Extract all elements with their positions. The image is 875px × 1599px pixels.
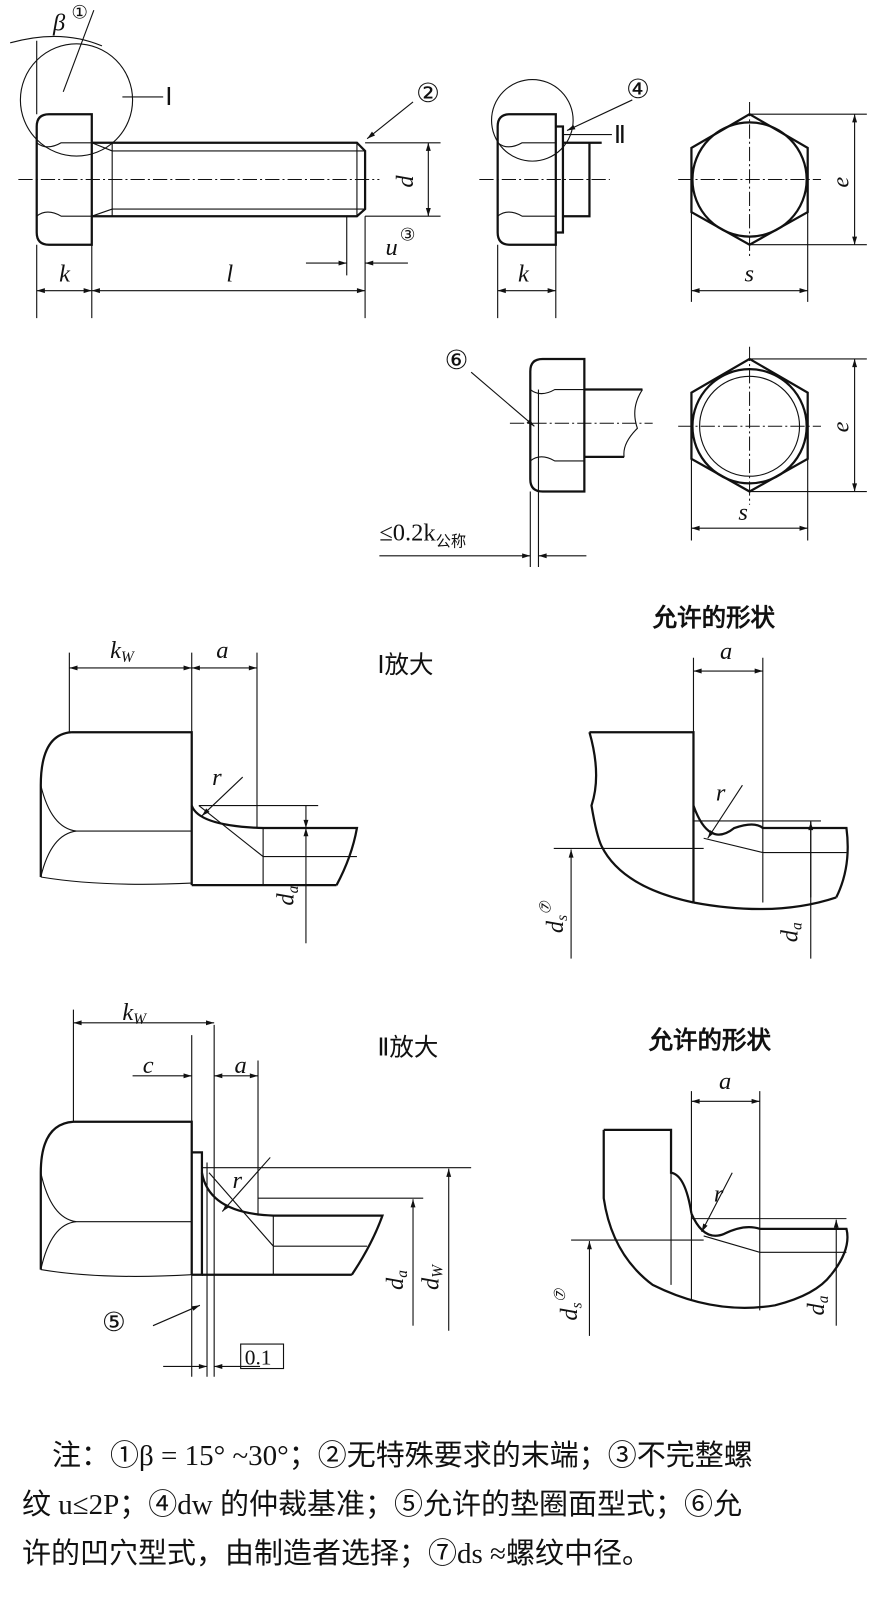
r-label-3: r	[716, 780, 726, 807]
s-label: s	[744, 260, 754, 287]
note-ref-2: ②	[416, 78, 440, 108]
da-label-2: da	[382, 1270, 411, 1290]
e-label: e	[827, 177, 854, 188]
allowed-shape-1	[553, 657, 849, 959]
note-line-2: 纹 u≤2P；④dw 的仲裁基准；⑤允许的垫圈面型式；⑥允	[22, 1489, 742, 1521]
ds-label: ds⑦	[538, 900, 571, 933]
kw-label-2: kW	[122, 999, 147, 1028]
recessed-head-view	[379, 357, 653, 567]
recess-depth-label: ≤0.2k公称	[379, 519, 466, 550]
note-ref-4: ④	[626, 74, 650, 104]
r-label: r	[212, 764, 222, 791]
note-ref-6: ⑥	[445, 345, 469, 375]
detail-I-marker: Ⅰ	[165, 84, 172, 111]
detail-II-enlarged	[39, 1009, 472, 1377]
a-label-4: a	[719, 1068, 731, 1095]
k-label-2: k	[518, 260, 530, 287]
l-label: l	[226, 260, 233, 287]
u-label: u	[385, 234, 397, 261]
hex-end-view-recessed	[678, 346, 867, 541]
note-line-1: 注：①β = 15° ~30°；②无特殊要求的末端；③不完整螺	[52, 1440, 753, 1472]
a-label-3: a	[720, 638, 732, 665]
r-label-2: r	[233, 1167, 243, 1194]
tolerance-value: 0.1	[245, 1345, 272, 1369]
enlarge-II-title: Ⅱ放大	[377, 1033, 438, 1061]
ds-label-2: ds⑦	[552, 1287, 585, 1320]
kw-label: kW	[110, 637, 135, 666]
da-label: da	[273, 885, 302, 905]
detail-I-enlarged	[39, 652, 359, 944]
allowed-shape-2-title: 允许的形状	[648, 1025, 772, 1054]
a-label: a	[216, 637, 228, 664]
hex-end-view	[678, 101, 867, 302]
k-label: k	[59, 260, 71, 287]
e-label-2: e	[827, 421, 854, 432]
note-line-3: 许的凹穴型式，由制造者选择；⑦ds ≈螺纹中径。	[22, 1538, 651, 1570]
da-label-4: da	[803, 1295, 832, 1315]
d-label: d	[392, 175, 419, 188]
note-ref-1: ①	[71, 2, 87, 22]
a-label-2: a	[235, 1052, 247, 1079]
bolt-head-washer-view	[479, 78, 633, 319]
r-label-4: r	[714, 1180, 724, 1207]
da-label-3: da	[776, 922, 805, 942]
dw-label: dW	[418, 1264, 447, 1290]
allowed-shape-2	[571, 1091, 849, 1336]
c-label: c	[143, 1052, 154, 1079]
notes: 注：①β = 15° ~30°；②无特殊要求的末端；③不完整螺 纹 u≤2P；④…	[22, 1432, 862, 1579]
enlarge-I-title: Ⅰ放大	[377, 651, 433, 679]
s-label-2: s	[738, 499, 748, 526]
allowed-shape-1-title: 允许的形状	[652, 603, 776, 632]
bolt-side-view	[10, 10, 441, 319]
note-ref-3: ③	[400, 226, 416, 245]
beta-label: β	[52, 10, 66, 37]
detail-II-marker: Ⅱ	[614, 122, 626, 149]
note-ref-5: ⑤	[102, 1307, 126, 1337]
